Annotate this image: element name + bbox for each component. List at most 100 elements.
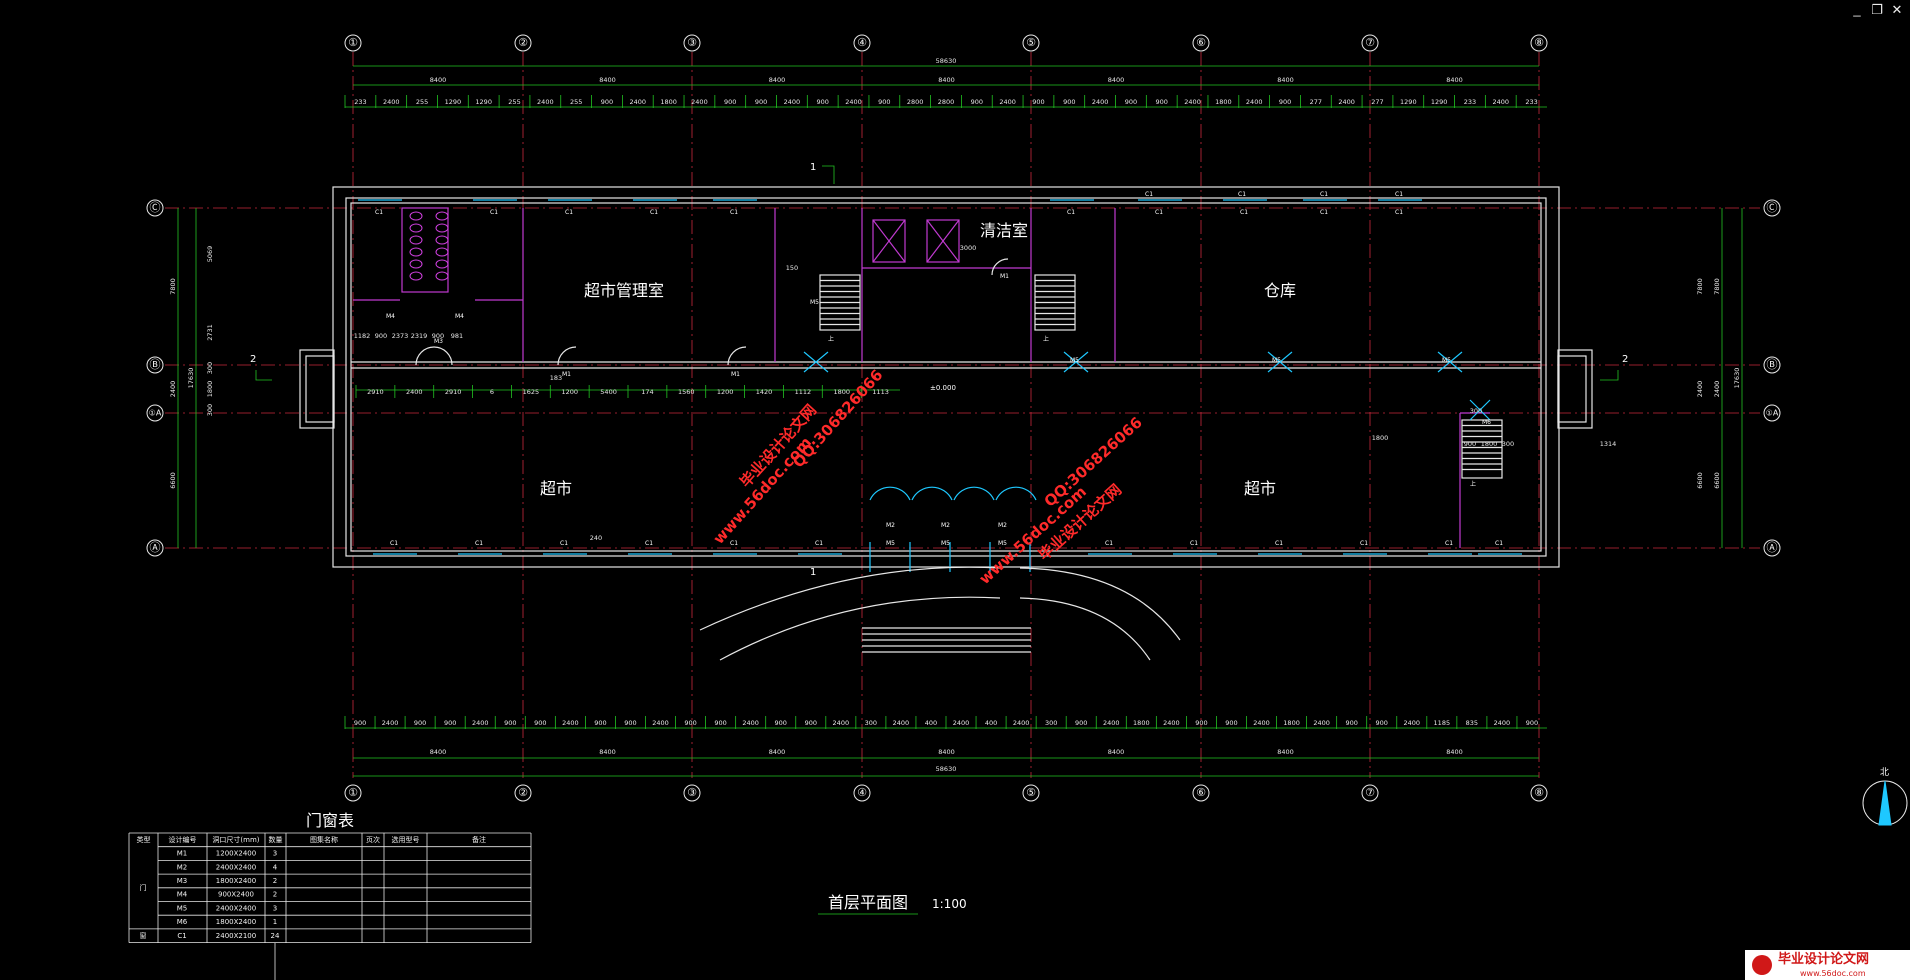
- schedule-qty: 1: [273, 918, 277, 926]
- room-label-management: 超市管理室: [584, 281, 664, 300]
- dim-label: 1420: [756, 388, 773, 396]
- minimize-icon[interactable]: _: [1853, 2, 1861, 17]
- dim-label: 2400: [1404, 719, 1421, 727]
- schedule-size: 1200X2400: [216, 850, 256, 858]
- dim-label: 900: [1279, 98, 1291, 106]
- dim-label: 2400: [652, 719, 669, 727]
- dim-label: 1290: [1431, 98, 1448, 106]
- dim-label: 900: [1032, 98, 1044, 106]
- building-walls: [299, 186, 1593, 568]
- schedule-category-window: 窗: [140, 931, 147, 940]
- section-markers: 1 1 2 2 ±0.000: [250, 162, 1628, 578]
- entrance-steps: [699, 566, 1181, 661]
- dim-label: 900: [1464, 440, 1476, 448]
- svg-text:Ⓐ: Ⓐ: [150, 541, 161, 554]
- svg-text:1: 1: [810, 162, 816, 173]
- dim-label: 300: [1470, 407, 1482, 415]
- svg-text:2: 2: [250, 354, 256, 365]
- stair-label: 上: [828, 335, 834, 343]
- schedule-title: 门窗表: [306, 811, 354, 830]
- dim-label: 2400: [472, 719, 489, 727]
- dim-label: 8400: [599, 76, 616, 84]
- dim-label: 2400: [1103, 719, 1120, 727]
- close-icon[interactable]: ✕: [1891, 2, 1903, 17]
- dim-label: 900: [1225, 719, 1237, 727]
- window-label: C1: [1360, 540, 1368, 547]
- dim-label: 2400: [1184, 98, 1201, 106]
- dim-label: 8400: [1108, 748, 1125, 756]
- dim-label: 8400: [769, 76, 786, 84]
- dim-label: 2400: [1492, 98, 1509, 106]
- dim-label: 300: [1045, 719, 1057, 727]
- svg-text:①A: ①A: [1766, 409, 1779, 418]
- dim-label: 2400: [691, 98, 708, 106]
- dim-label: 300: [865, 719, 877, 727]
- toilet-fixture: [409, 211, 423, 221]
- svg-text:M5: M5: [810, 299, 819, 306]
- svg-text:⑦: ⑦: [1365, 786, 1375, 799]
- dim-label: 900: [594, 719, 606, 727]
- svg-text:M1: M1: [1000, 273, 1009, 280]
- dim-label: 900: [775, 719, 787, 727]
- window-label: C1: [490, 209, 498, 216]
- window-label: C1: [1238, 191, 1246, 198]
- dim-label: 6600: [169, 472, 177, 489]
- dim-label: 233: [1525, 98, 1537, 106]
- svg-text:Ⓑ: Ⓑ: [1767, 358, 1778, 371]
- dim-label: 900: [534, 719, 546, 727]
- schedule-qty: 4: [273, 863, 278, 871]
- dim-label: 1800: [206, 381, 214, 398]
- dim-label: 255: [416, 98, 428, 106]
- dim-label: 183: [550, 374, 562, 382]
- window-label: C1: [1275, 540, 1283, 547]
- dim-label: 8400: [1108, 76, 1125, 84]
- dim-label: 1800: [660, 98, 677, 106]
- dim-label: 1290: [475, 98, 492, 106]
- bottom-axis-bubbles: ① ② ③ ④ ⑤ ⑥ ⑦ ⑧: [344, 784, 1548, 802]
- window-label: C1: [1155, 209, 1163, 216]
- schedule-size: 2400X2100: [216, 932, 256, 940]
- dim-label: 900: [354, 719, 366, 727]
- window-label: C1: [375, 209, 383, 216]
- svg-text:③: ③: [687, 786, 697, 799]
- dim-label: 150: [786, 264, 798, 272]
- dim-label: 2400: [1013, 719, 1030, 727]
- schedule-code: M5: [177, 904, 188, 912]
- dim-label: 900: [1075, 719, 1087, 727]
- dim-label: 1290: [445, 98, 462, 106]
- dim-label: 240: [590, 534, 602, 542]
- dim-label: 2319: [411, 332, 428, 340]
- dim-label: 2400: [630, 98, 647, 106]
- svg-text:M5: M5: [1272, 357, 1281, 364]
- toilet-fixture: [435, 247, 449, 257]
- schedule-header: 页次: [366, 835, 380, 844]
- svg-text:±0.000: ±0.000: [930, 384, 956, 392]
- dim-label: 2400: [953, 719, 970, 727]
- dim-label: 2400: [893, 719, 910, 727]
- dim-label: 2400: [169, 381, 177, 398]
- dim-label: 2400: [383, 98, 400, 106]
- north-arrow-icon: 北: [1862, 767, 1908, 826]
- schedule-qty: 3: [273, 904, 277, 912]
- toilet-fixture: [409, 223, 423, 233]
- dim-label: 3000: [960, 244, 977, 252]
- axis-label-3: ③: [687, 36, 697, 49]
- dim-label: 7800: [1696, 278, 1704, 295]
- dim-label: 900: [684, 719, 696, 727]
- dim-label: 2400: [1092, 98, 1109, 106]
- schedule-qty: 2: [273, 877, 277, 885]
- svg-text:Ⓐ: Ⓐ: [1767, 541, 1778, 554]
- svg-text:①A: ①A: [149, 409, 162, 418]
- dim-label: 1185: [1434, 719, 1451, 727]
- dim-label: 900: [504, 719, 516, 727]
- toilet-fixture: [435, 271, 449, 281]
- dim-label: 900: [444, 719, 456, 727]
- svg-text:⑧: ⑧: [1534, 786, 1544, 799]
- north-label: 北: [1880, 767, 1889, 778]
- dim-label: 300: [206, 362, 214, 374]
- restore-icon[interactable]: ❐: [1871, 2, 1883, 17]
- dim-label: 6: [490, 388, 494, 396]
- schedule-code: M6: [177, 918, 188, 926]
- dim-label: 6600: [1696, 472, 1704, 489]
